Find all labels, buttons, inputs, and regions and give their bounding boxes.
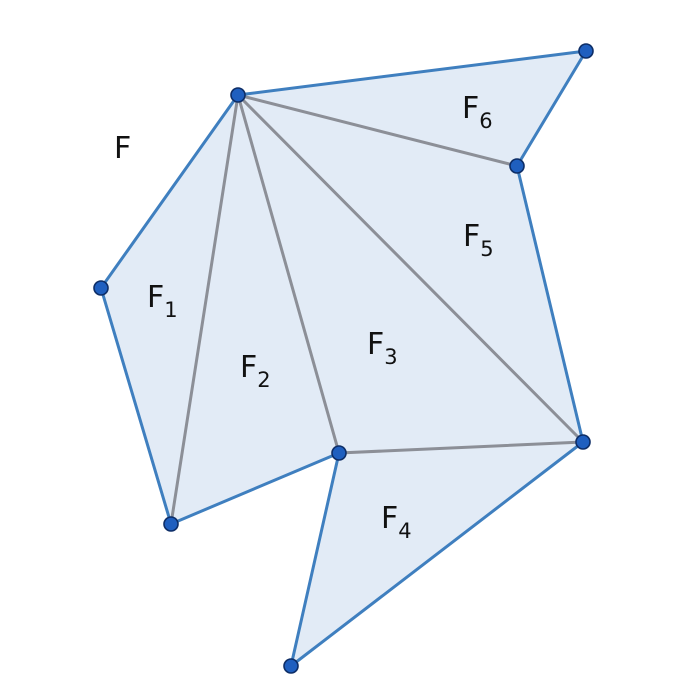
shaded-region (101, 51, 586, 666)
outer-face-label: F (114, 131, 131, 166)
face-label-2: F2 (240, 350, 271, 392)
vertex-4 (575, 434, 591, 450)
vertex-7 (163, 516, 179, 532)
interior-edges (169, 93, 585, 526)
face-label-3: F3 (367, 327, 398, 369)
face-label-1: F1 (147, 280, 178, 322)
edge-v0-v2 (236, 93, 519, 168)
vertices (93, 43, 594, 674)
vertex-8 (93, 280, 109, 296)
edge-v0-v3 (236, 93, 585, 444)
vertex-3 (509, 158, 525, 174)
face-label-6: F6 (462, 91, 493, 133)
edge-v0-v5 (236, 93, 341, 455)
edge-v5-v3 (337, 440, 585, 455)
face-label-4: F4 (381, 501, 412, 543)
vertex-5 (283, 658, 299, 674)
face-label-5: F5 (463, 219, 494, 261)
edge-v0-v6 (169, 93, 240, 526)
vertex-1 (230, 87, 246, 103)
vertex-6 (331, 445, 347, 461)
vertex-2 (578, 43, 594, 59)
